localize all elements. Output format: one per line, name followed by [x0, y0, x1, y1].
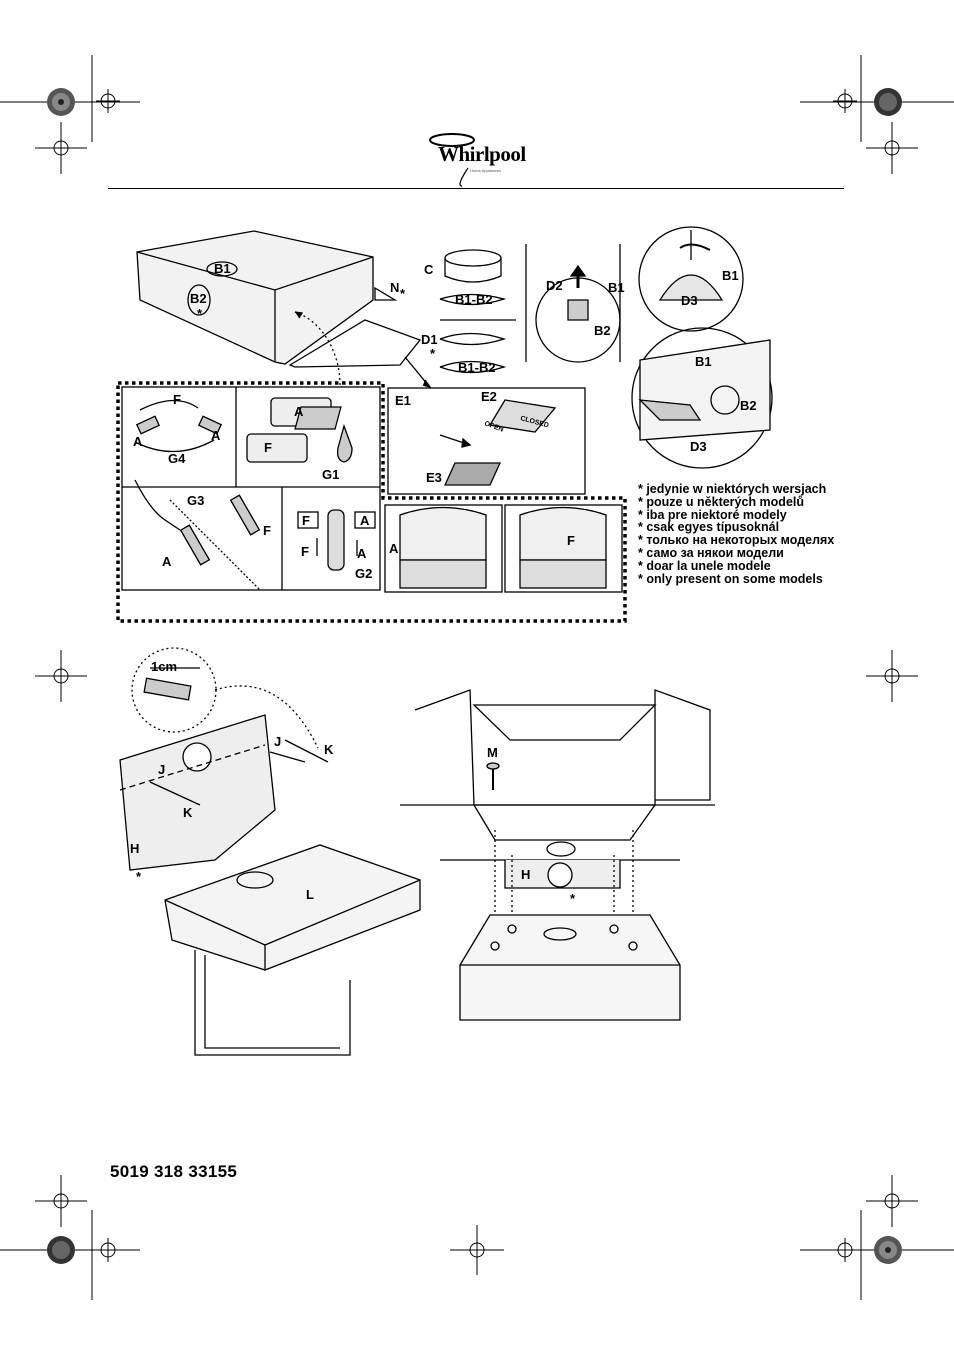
label-b2: B2 [190, 291, 207, 306]
label-b1: B1 [722, 268, 739, 283]
label-h: H [130, 841, 139, 856]
label-a: A [357, 546, 367, 561]
label-d3: D3 [681, 293, 698, 308]
label-b1: B1 [695, 354, 712, 369]
label-a: A [211, 428, 221, 443]
label-g3: G3 [187, 493, 204, 508]
label-e2: E2 [481, 389, 497, 404]
note-line: * само за някои модели [638, 545, 784, 560]
note-line: * jedynie w niektórych wersjach [638, 482, 827, 496]
label-a: A [162, 554, 172, 569]
label-star: * [197, 306, 203, 321]
label-1cm: 1cm [151, 659, 177, 674]
label-j: J [274, 734, 281, 749]
label-a: A [133, 434, 143, 449]
label-f: F [567, 533, 575, 548]
label-b1: B1 [214, 261, 231, 276]
label-c: C [424, 262, 434, 277]
model-notes: * jedynie w niektórych wersjach * pouze … [638, 483, 834, 585]
label-a: A [294, 404, 304, 419]
label-f: F [264, 440, 272, 455]
label-g4: G4 [168, 451, 186, 466]
label-g1: G1 [322, 467, 339, 482]
label-star: * [570, 891, 576, 906]
label-j: J [158, 762, 165, 777]
label-f: F [263, 523, 271, 538]
label-f: F [173, 392, 181, 407]
label-d2: D2 [546, 278, 563, 293]
part-number: 5019 318 33155 [110, 1162, 238, 1181]
label-star: * [430, 346, 436, 361]
note-line: * iba pre niektoré modely [638, 507, 787, 522]
label-f: F [302, 513, 310, 528]
label-b1: B1 [608, 280, 625, 295]
label-a: A [389, 541, 399, 556]
brand-tagline: Home Appliances [470, 168, 502, 173]
label-star: * [400, 286, 406, 301]
note-line: * doar la unele modele [638, 558, 771, 573]
label-f: F [301, 544, 309, 559]
label-star: * [136, 869, 142, 884]
label-n: N [390, 280, 399, 295]
label-m: M [487, 745, 498, 760]
label-d1: D1 [421, 332, 438, 347]
note-line: * только на некоторых моделях [638, 533, 835, 548]
label-b2: B2 [740, 398, 757, 413]
note-line: * only present on some models [638, 571, 823, 586]
header-rule [108, 188, 844, 189]
whirlpool-swirl-logo [429, 133, 475, 187]
label-b1-b2: B1-B2 [455, 292, 493, 307]
label-b2: B2 [594, 323, 611, 338]
label-a: A [360, 513, 370, 528]
label-l: L [306, 887, 314, 902]
label-k: K [324, 742, 334, 757]
brand-logo: Whirlpool [438, 142, 526, 166]
note-line: * csak egyes típusoknál [638, 520, 780, 535]
label-e3: E3 [426, 470, 442, 485]
note-line: * pouze u některých modelů [638, 494, 805, 509]
label-g2: G2 [355, 566, 372, 581]
label-e1: E1 [395, 393, 411, 408]
label-k: K [183, 805, 193, 820]
label-h: H [521, 867, 530, 882]
label-b1-b2: B1-B2 [458, 360, 496, 375]
label-d3: D3 [690, 439, 707, 454]
